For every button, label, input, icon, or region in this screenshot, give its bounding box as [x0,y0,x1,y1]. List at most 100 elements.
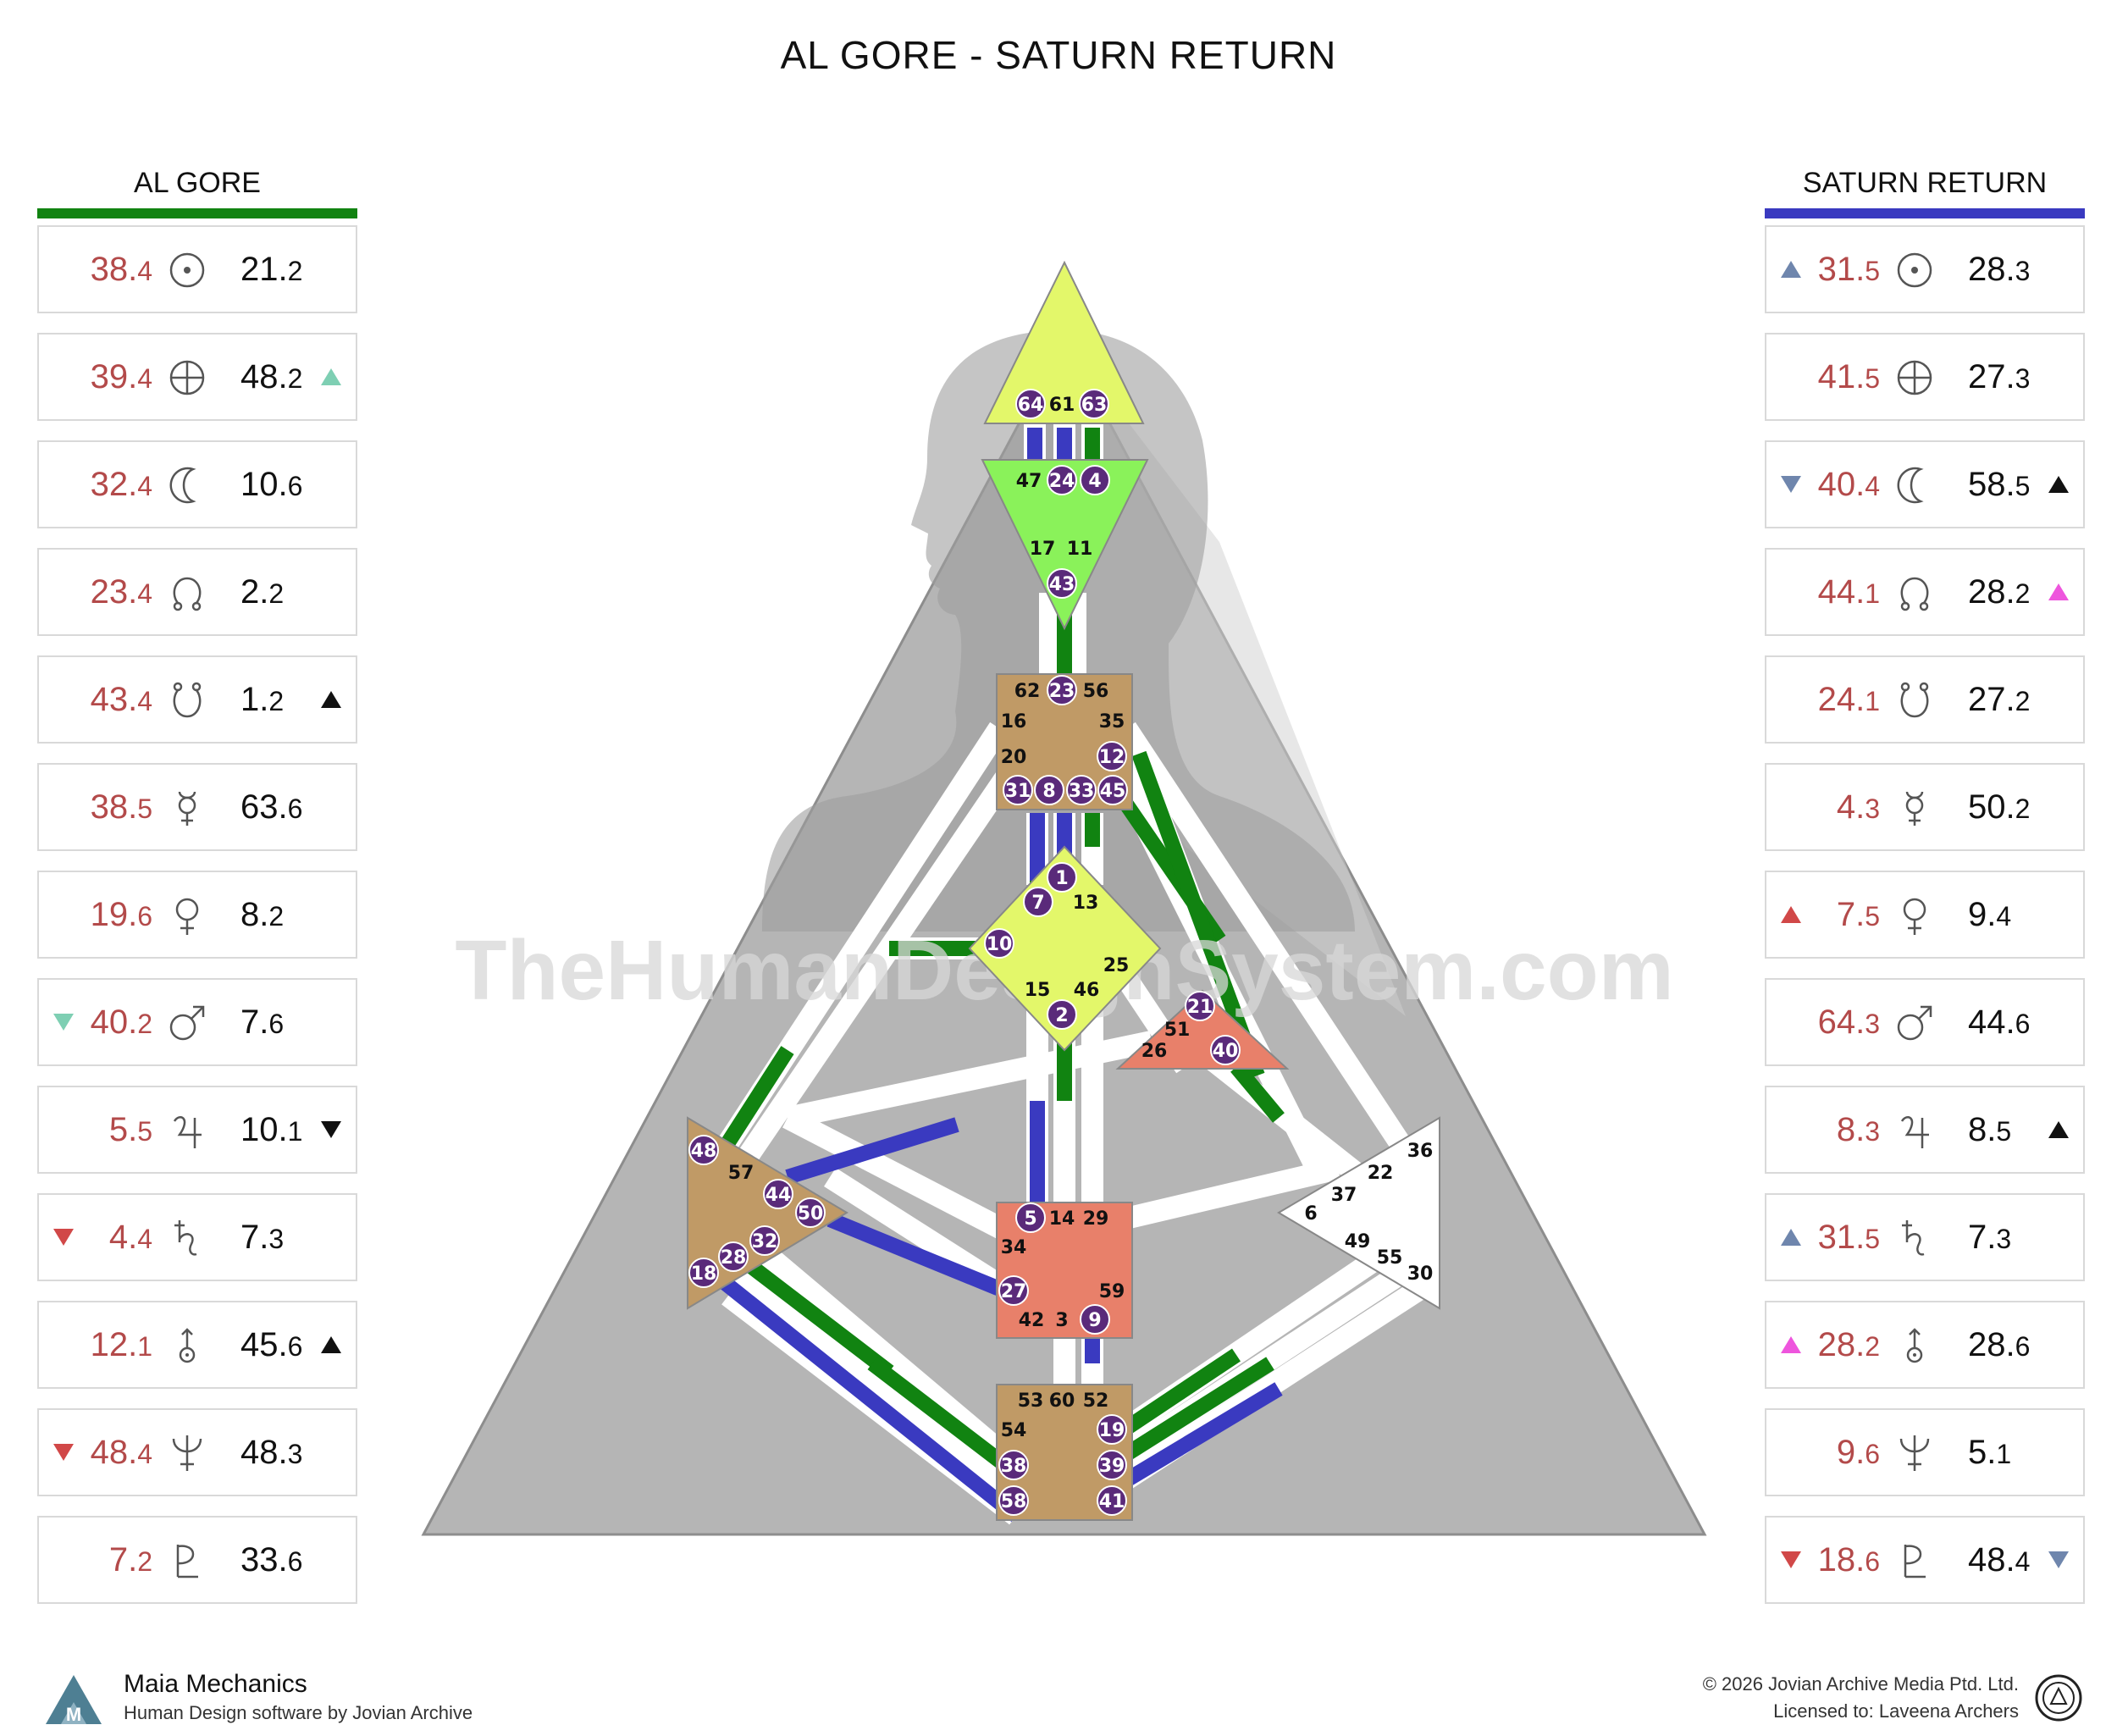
fixing-tri-up-black-icon [321,691,341,708]
fixing-tri-up-red-icon [1781,906,1801,923]
personality-gate-value: 48.4 [1968,1541,2031,1578]
footer-copyright: © 2026 Jovian Archive Media Ptd. Ltd. Li… [1575,1672,2083,1731]
right-planet-row: 9.6 5.1 [1765,1408,2085,1496]
gate-36: 36 [1407,1141,1434,1162]
personality-gate-value: 21.2 [240,251,303,288]
svg-text:7: 7 [1031,893,1044,914]
ajna-center [981,459,1149,631]
svg-text:42: 42 [1019,1310,1045,1331]
svg-text:26: 26 [1141,1041,1168,1062]
fixing-tri-down-red-icon [53,1444,74,1461]
gate-28: 28 [718,1241,749,1272]
fixing-tri-up-slate-icon [1781,1229,1801,1246]
gate-40: 40 [1210,1035,1241,1065]
maia-logo-icon: M [46,1675,102,1725]
footer-tagline: Human Design software by Jovian Archive [124,1702,473,1723]
svg-text:19: 19 [1099,1420,1125,1441]
gate-39: 39 [1097,1450,1127,1480]
gate-29: 29 [1083,1208,1109,1230]
gate-11: 11 [1067,539,1093,560]
design-gate-value: 41.5 [1817,358,1880,395]
design-gate-value: 4.4 [108,1219,152,1256]
fixing-tri-up-black-icon [2048,476,2069,493]
mars-icon [1897,1005,1932,1041]
fixing-tri-up-slate-icon [1781,261,1801,278]
svg-text:17: 17 [1030,539,1056,560]
gate-26: 26 [1141,1041,1168,1062]
channels [702,423,1429,1525]
fixing-tri-down-black-icon [321,1121,341,1138]
svg-text:30: 30 [1407,1263,1434,1285]
svg-text:44: 44 [766,1185,792,1206]
sun-icon [1897,252,1932,288]
svg-text:58: 58 [1001,1491,1027,1512]
personality-gate-value: 9.4 [1968,896,2012,933]
svg-text:22: 22 [1368,1163,1394,1184]
footer-brand-name: Maia Mechanics [124,1670,307,1698]
design-gate-value: 31.5 [1817,1219,1880,1256]
svg-text:41: 41 [1099,1491,1125,1512]
svg-text:53: 53 [1018,1390,1044,1412]
personality-gate-value: 27.2 [1968,681,2031,718]
head-center [983,260,1145,424]
gate-18: 18 [688,1258,719,1288]
gate-32: 32 [749,1225,780,1256]
personality-gate-value: 5.1 [1968,1434,2012,1471]
design-gate-value: 64.3 [1817,1003,1880,1041]
north-node-icon [173,577,202,611]
gate-1: 1 [1047,862,1077,893]
page-title: AL GORE - SATURN RETURN [780,33,1337,77]
design-gate-value: 39.4 [90,358,152,395]
fixing-tri-down-red-icon [1781,1551,1801,1568]
svg-text:46: 46 [1074,980,1100,1001]
svg-text:57: 57 [728,1163,754,1184]
design-gate-value: 38.5 [90,788,152,826]
mars-icon [169,1005,205,1041]
gate-27: 27 [998,1275,1029,1306]
left-column-bar [37,208,357,218]
svg-text:50: 50 [798,1203,824,1225]
svg-text:2: 2 [1055,1005,1068,1026]
solar-plexus-center [1277,1116,1440,1310]
design-gate-value: 9.6 [1836,1434,1880,1471]
design-gate-value: 5.5 [108,1111,152,1148]
design-gate-value: 7.5 [1836,896,1880,933]
gate-15: 15 [1025,980,1051,1001]
gate-21: 21 [1185,991,1215,1021]
heart-center [1115,989,1290,1070]
svg-text:10: 10 [987,934,1013,955]
venus-icon [1903,898,1926,935]
svg-text:20: 20 [1001,747,1027,768]
gate-61: 61 [1049,395,1075,416]
svg-text:60: 60 [1049,1390,1075,1412]
uranus-icon [179,1328,196,1363]
g-center [968,845,1162,1052]
gate-60: 60 [1049,1390,1075,1412]
pluto-icon [1904,1545,1926,1578]
gate-35: 35 [1099,711,1125,733]
gate-41: 41 [1097,1485,1127,1516]
gate-42: 42 [1019,1310,1045,1331]
personality-gate-value: 7.6 [240,1003,285,1041]
design-gate-value: 19.6 [90,896,152,933]
design-gate-value: 28.2 [1817,1326,1880,1363]
svg-text:52: 52 [1083,1390,1109,1412]
jovian-seal-icon [2035,1674,2082,1722]
personality-gate-value: 45.6 [240,1326,303,1363]
gate-45: 45 [1097,775,1128,805]
gate-46: 46 [1074,980,1100,1001]
gate-48: 48 [688,1135,719,1165]
design-gate-value: 12.1 [90,1326,152,1363]
svg-text:15: 15 [1025,980,1051,1001]
design-gate-value: 44.1 [1817,573,1880,611]
gate-47: 47 [1016,471,1042,492]
